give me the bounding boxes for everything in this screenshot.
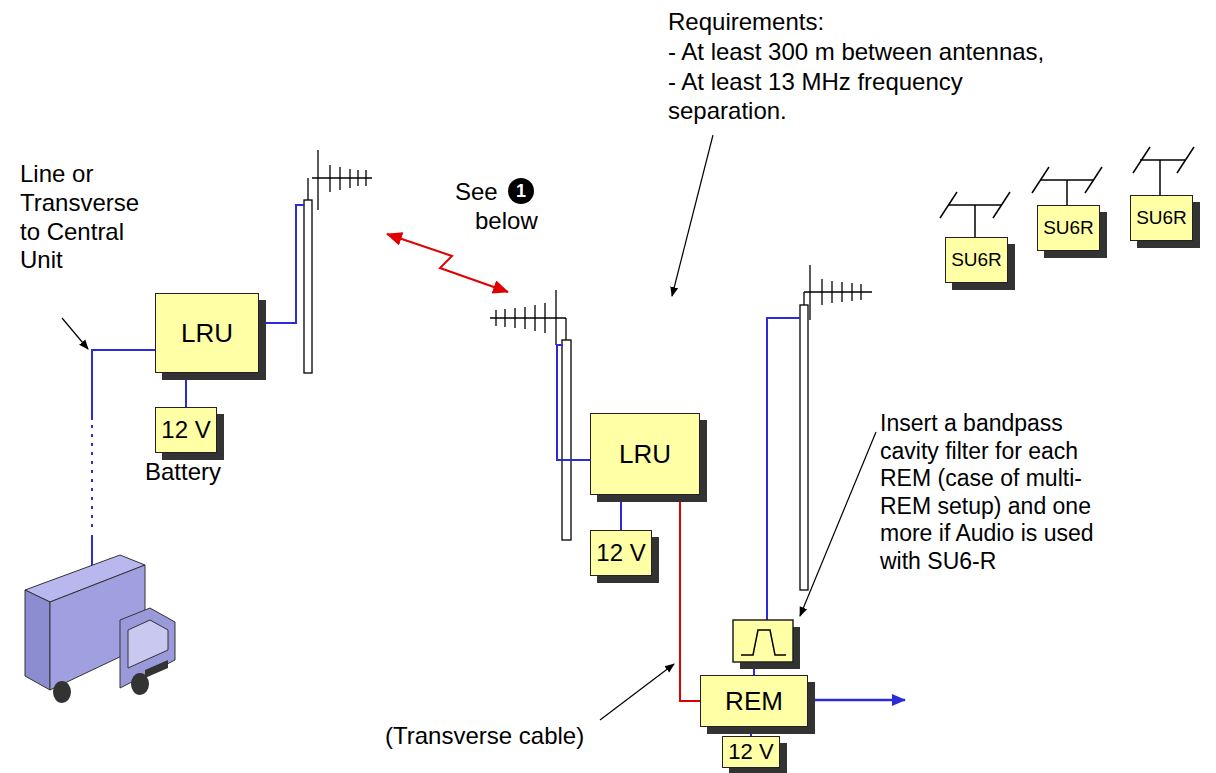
unit-box: REM bbox=[700, 675, 808, 727]
unit-box: 12 V bbox=[590, 530, 652, 576]
note-text: - At least 13 MHz frequency separation. bbox=[668, 68, 1003, 126]
note-text: (Transverse cable) bbox=[385, 722, 584, 751]
box-label: LRU bbox=[619, 439, 671, 470]
note-text: Battery bbox=[145, 458, 221, 487]
note-text: below bbox=[475, 207, 538, 236]
note-text: - At least 300 m between antennas, bbox=[668, 38, 1044, 67]
central-unit-line bbox=[92, 350, 155, 565]
truck bbox=[25, 555, 175, 703]
power-cable bbox=[620, 495, 622, 530]
left-antenna bbox=[304, 150, 372, 373]
note-text: Insert a bandpass cavity filter for each… bbox=[880, 410, 1095, 576]
power-cable bbox=[750, 727, 752, 736]
unit-box: SU6R bbox=[1130, 195, 1193, 241]
antenna-cable bbox=[259, 205, 304, 323]
note-text: Requirements: bbox=[668, 8, 824, 37]
transverse-cable bbox=[680, 495, 700, 701]
unit-box: LRU bbox=[590, 413, 700, 495]
box-label: SU6R bbox=[1043, 217, 1094, 239]
middle-antenna bbox=[490, 290, 571, 540]
box-label: 12 V bbox=[596, 539, 645, 567]
antenna-cable bbox=[557, 345, 590, 460]
power-cable bbox=[185, 373, 187, 407]
radio-link bbox=[387, 234, 508, 292]
bandpass-filter bbox=[733, 620, 800, 669]
unit-box: 12 V bbox=[722, 736, 780, 768]
box-label: SU6R bbox=[951, 249, 1002, 271]
box-label: SU6R bbox=[1136, 207, 1187, 229]
antenna-cable bbox=[767, 318, 800, 620]
unit-box: SU6R bbox=[945, 237, 1008, 283]
box-label: REM bbox=[725, 686, 783, 717]
box-label: 12 V bbox=[161, 416, 210, 444]
leader-line bbox=[672, 135, 713, 296]
leader-line bbox=[800, 432, 876, 616]
box-label: 12 V bbox=[728, 739, 773, 765]
leader-line bbox=[600, 664, 674, 720]
right-antenna bbox=[800, 265, 872, 590]
unit-box: SU6R bbox=[1037, 205, 1100, 251]
leader-line bbox=[62, 318, 88, 349]
unit-box: LRU bbox=[155, 293, 259, 373]
output-arrow bbox=[808, 699, 905, 702]
unit-box: 12 V bbox=[155, 407, 217, 453]
note-text: See bbox=[455, 178, 498, 207]
note-text: Line or Transverse to Central Unit bbox=[20, 160, 160, 275]
callout-number: 1 bbox=[508, 178, 534, 204]
box-label: LRU bbox=[181, 318, 233, 349]
